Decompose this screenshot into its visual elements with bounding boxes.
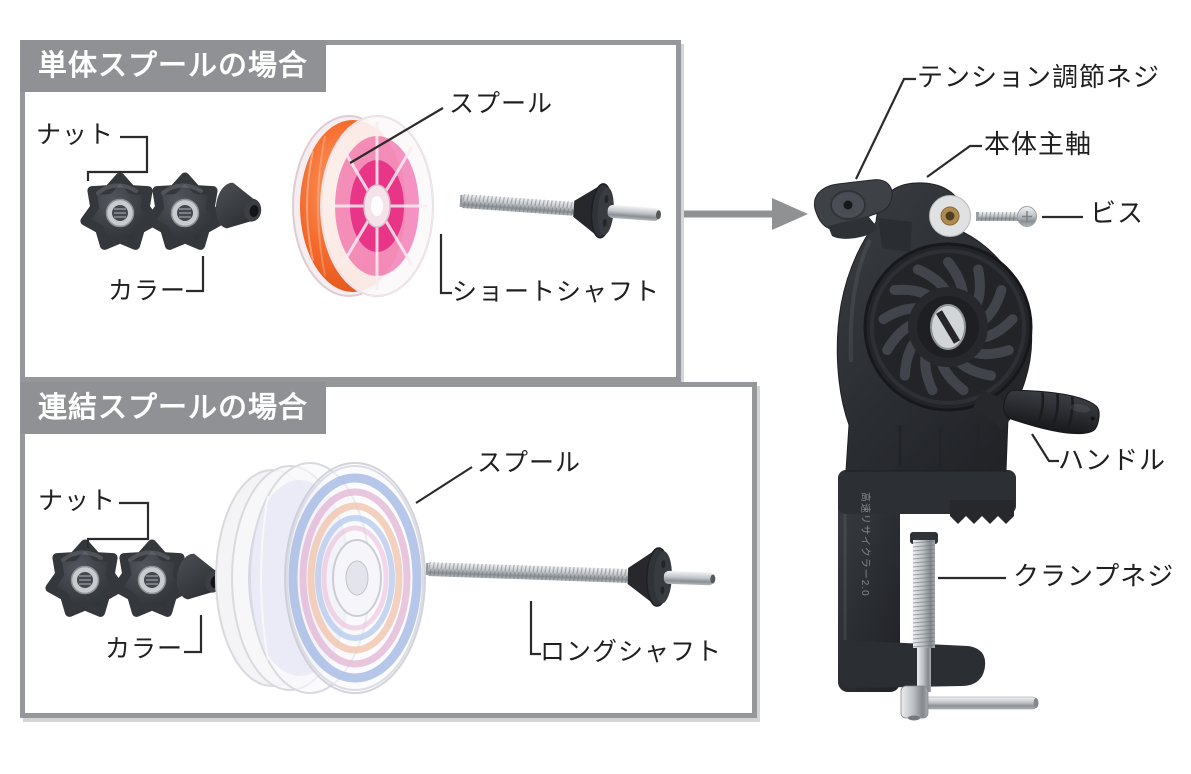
fan-wheel — [863, 242, 1033, 412]
nut-knob — [85, 177, 155, 245]
label-handle: ハンドル — [1058, 445, 1167, 475]
label-long-shaft: ロングシャフト — [540, 638, 723, 666]
label-spool-single: スプール — [449, 90, 554, 118]
clamp-body: 高速リサイクラー2.0 — [838, 470, 1016, 692]
handle-grip — [972, 389, 1100, 435]
label-collar-single: カラー — [108, 277, 187, 305]
label-nut-linked: ナット — [38, 487, 117, 515]
nut-knob — [150, 177, 220, 245]
label-short-shaft: ショートシャフト — [452, 278, 661, 306]
drive-gear — [929, 195, 971, 237]
t-bar — [900, 685, 1039, 721]
label-main-spindle: 本体主軸 — [984, 129, 1093, 159]
label-bis-screw: ビス — [1090, 198, 1145, 228]
label-clamp-screw: クランプネジ — [1013, 561, 1175, 591]
nut-knob — [50, 544, 120, 612]
linked-spool — [215, 462, 426, 694]
label-tension-screw: テンション調節ネジ — [917, 62, 1161, 92]
single-spool — [292, 115, 434, 297]
panel-single-header: 単体スプールの場合 — [20, 40, 327, 92]
nut-knob — [117, 544, 187, 612]
label-nut-single: ナット — [36, 121, 115, 149]
tension-arm — [814, 179, 912, 252]
label-spool-linked: スプール — [477, 449, 582, 477]
bis-screw — [976, 206, 1037, 227]
label-collar-linked: カラー — [105, 635, 184, 663]
winder-device-illustration: 高速リサイクラー2.0 — [814, 179, 1100, 721]
short-shaft — [459, 183, 662, 239]
long-shaft — [425, 547, 716, 607]
single-spool-parts-illustration — [25, 115, 662, 297]
linked-spool-parts-illustration — [25, 462, 716, 694]
panel-linked-header: 連結スプールの場合 — [20, 382, 327, 434]
clamp-screw-rod — [910, 532, 938, 692]
brand-text: 高速リサイクラー2.0 — [859, 492, 872, 597]
